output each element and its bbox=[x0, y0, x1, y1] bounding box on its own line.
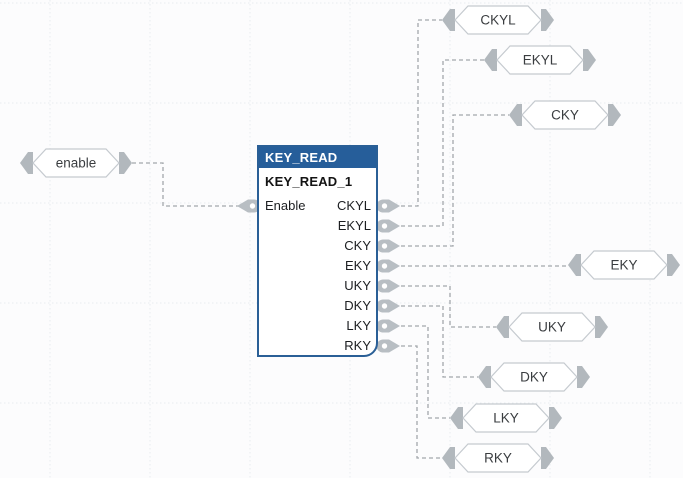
pin-row: CKY bbox=[259, 236, 376, 256]
wire-uky[interactable] bbox=[401, 285, 496, 328]
tag-label: EKYL bbox=[523, 53, 558, 68]
pin-row: Enable CKYL bbox=[259, 196, 376, 216]
pin-row: EKYL bbox=[259, 216, 376, 236]
pin-row: EKY bbox=[259, 256, 376, 276]
tag-hexagon[interactable] bbox=[462, 403, 550, 433]
io-tag-cky[interactable]: CKY bbox=[508, 99, 622, 131]
tag-hexagon[interactable] bbox=[454, 443, 542, 473]
tag-label: RKY bbox=[484, 451, 512, 466]
tag-left-chevron-icon bbox=[442, 9, 455, 31]
tag-label: EKY bbox=[610, 258, 637, 273]
output-pin-dky[interactable] bbox=[376, 299, 401, 313]
tag-hexagon[interactable] bbox=[496, 45, 584, 75]
tag-hexagon[interactable] bbox=[32, 148, 120, 178]
tag-right-chevron-icon bbox=[667, 254, 680, 276]
tag-hexagon[interactable] bbox=[580, 250, 668, 280]
output-pin-ckyl[interactable] bbox=[376, 199, 401, 213]
tag-label: CKYL bbox=[480, 13, 516, 28]
output-pin-label-eky: EKY bbox=[344, 258, 371, 273]
tag-right-chevron-icon bbox=[549, 407, 562, 429]
output-pin-cky[interactable] bbox=[376, 239, 401, 253]
io-tag-dky[interactable]: DKY bbox=[477, 361, 591, 393]
io-tag-ekyl[interactable]: EKYL bbox=[483, 44, 597, 76]
output-pin-label-lky: LKY bbox=[346, 318, 371, 333]
wires bbox=[132, 19, 568, 459]
output-pin-uky[interactable] bbox=[376, 279, 401, 293]
tag-hexagon[interactable] bbox=[490, 362, 578, 392]
output-pin-label-uky: UKY bbox=[344, 278, 371, 293]
tag-right-chevron-icon bbox=[577, 366, 590, 388]
block-type-name: KEY_READ bbox=[265, 150, 338, 165]
tag-hexagon[interactable] bbox=[508, 312, 596, 342]
output-pin-eky[interactable] bbox=[376, 259, 401, 273]
pin-row: LKY bbox=[259, 316, 376, 336]
tag-label: CKY bbox=[551, 108, 579, 123]
wire-ckyl[interactable] bbox=[401, 19, 442, 207]
tag-left-chevron-icon bbox=[442, 447, 455, 469]
pin-row: RKY bbox=[259, 336, 376, 356]
tag-right-chevron-icon bbox=[119, 152, 132, 174]
tag-label: LKY bbox=[493, 411, 519, 426]
tag-right-chevron-icon bbox=[541, 447, 554, 469]
tag-label: enable bbox=[56, 156, 97, 171]
wire-dky[interactable] bbox=[401, 305, 478, 378]
tag-right-chevron-icon bbox=[595, 316, 608, 338]
wire-ekyl[interactable] bbox=[401, 59, 484, 227]
wire-lky[interactable] bbox=[401, 325, 450, 419]
wire-cky[interactable] bbox=[401, 114, 509, 247]
tag-right-chevron-icon bbox=[608, 104, 621, 126]
io-tag-lky[interactable]: LKY bbox=[449, 402, 563, 434]
output-pin-ekyl[interactable] bbox=[376, 219, 401, 233]
pin-row: DKY bbox=[259, 296, 376, 316]
output-pin-rky[interactable] bbox=[376, 339, 401, 353]
output-pin-label-rky: RKY bbox=[344, 338, 371, 353]
tag-left-chevron-icon bbox=[568, 254, 581, 276]
tag-label: DKY bbox=[520, 370, 548, 385]
pin-row: UKY bbox=[259, 276, 376, 296]
function-block-key-read[interactable]: KEY_READ KEY_READ_1 Enable CKYL EKYL CKY EKY… bbox=[257, 145, 378, 357]
io-tag-uky[interactable]: UKY bbox=[495, 311, 609, 343]
tag-label: UKY bbox=[538, 320, 566, 335]
output-pin-lky[interactable] bbox=[376, 319, 401, 333]
wire-rky[interactable] bbox=[401, 345, 442, 459]
io-tag-enable[interactable]: enable bbox=[19, 147, 133, 179]
tag-left-chevron-icon bbox=[484, 49, 497, 71]
tag-right-chevron-icon bbox=[583, 49, 596, 71]
io-tag-eky[interactable]: EKY bbox=[567, 249, 681, 281]
tag-left-chevron-icon bbox=[496, 316, 509, 338]
input-pin-enable[interactable] bbox=[237, 199, 261, 213]
tag-left-chevron-icon bbox=[509, 104, 522, 126]
output-pin-label-ekyl: EKYL bbox=[337, 218, 371, 233]
wire-enable[interactable] bbox=[132, 162, 243, 207]
io-tag-rky[interactable]: RKY bbox=[441, 442, 555, 474]
block-instance-name: KEY_READ_1 bbox=[265, 174, 353, 189]
tag-hexagon[interactable] bbox=[454, 5, 542, 35]
tag-right-chevron-icon bbox=[541, 9, 554, 31]
output-pin-label-dky: DKY bbox=[344, 298, 371, 313]
block-header: KEY_READ bbox=[259, 147, 376, 168]
output-pin-label-ckyl: CKYL bbox=[337, 198, 371, 213]
tag-left-chevron-icon bbox=[478, 366, 491, 388]
input-pin-label-enable: Enable bbox=[265, 198, 306, 213]
tag-left-chevron-icon bbox=[20, 152, 33, 174]
tag-hexagon[interactable] bbox=[521, 100, 609, 130]
io-tag-ckyl[interactable]: CKYL bbox=[441, 4, 555, 36]
tag-left-chevron-icon bbox=[450, 407, 463, 429]
output-pin-label-cky: CKY bbox=[344, 238, 371, 253]
